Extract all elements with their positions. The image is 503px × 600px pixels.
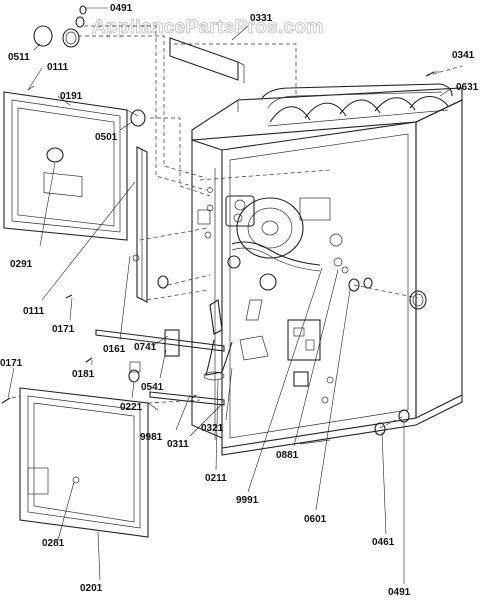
inducer-blower [225,195,331,291]
label-0181: 0181 [72,369,95,380]
label-0171-left: 0171 [0,358,23,369]
label-0541: 0541 [141,382,164,393]
label-0161: 0161 [103,344,126,355]
label-0321: 0321 [201,423,224,434]
heat-exchanger [261,83,453,127]
part-labels: 0491 0331 0511 0111 0191 0341 0631 0501 … [0,3,479,598]
burner-manifold [203,299,269,381]
label-0111-mid: 0111 [23,306,45,317]
label-0311: 0311 [167,439,189,450]
label-0491-bottom: 0491 [388,587,411,598]
label-0221: 0221 [120,402,143,413]
lower-door-panel [19,387,159,538]
control-board [287,319,321,387]
upper-door-panel [3,91,139,241]
label-0331: 0331 [250,13,273,24]
label-0291: 0291 [10,259,33,270]
label-0601: 0601 [304,514,327,525]
label-0501: 0501 [95,132,118,143]
label-9991: 9991 [236,495,259,506]
label-0631: 0631 [456,82,479,93]
door-gasket-strip [132,146,148,303]
label-0201: 0201 [80,583,103,594]
label-0211: 0211 [205,473,227,484]
label-0281: 0281 [42,538,65,549]
cabinet-details [197,169,349,404]
label-0491-top: 0491 [110,3,133,14]
leader-lines [7,7,453,584]
assembly-lines [11,25,463,429]
blower-door-strip [95,329,225,406]
furnace-cabinet [191,87,463,456]
label-0191: 0191 [60,91,83,102]
label-0881: 0881 [276,450,299,461]
label-0111-top: 0111 [47,62,69,73]
watermark-text: AppliancePartsPros.com [92,17,324,38]
label-0511: 0511 [8,52,30,63]
label-0341: 0341 [452,50,475,61]
label-0741: 0741 [134,342,157,353]
label-0171-mid: 0171 [52,324,75,335]
top-bracket [169,37,245,83]
label-0461: 0461 [372,537,395,548]
screws [1,71,435,404]
label-9981: 9981 [140,432,163,443]
